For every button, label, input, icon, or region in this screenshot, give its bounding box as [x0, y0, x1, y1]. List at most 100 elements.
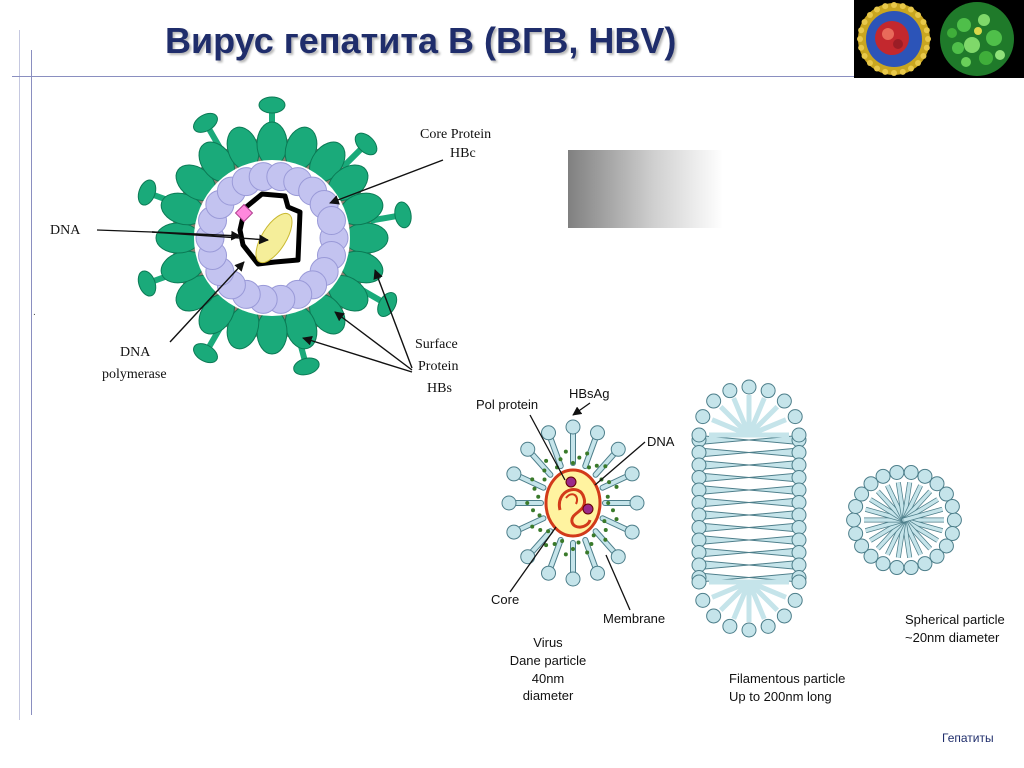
dane-spike-head: [565, 571, 581, 587]
label-hbs: HBs: [427, 381, 452, 396]
virion-schematic: Core Protein HBc DNA DNA polymerase Surf…: [50, 96, 491, 396]
line-bottom-dna: [594, 441, 646, 486]
filament-head: [691, 457, 707, 473]
thumb-spike: [923, 44, 930, 51]
arrow-core: [329, 159, 444, 205]
stray-dot: .: [33, 307, 36, 318]
label-core: Core: [491, 592, 519, 607]
sphere-head: [944, 498, 960, 514]
filament-cap-spike: [731, 581, 752, 620]
sphere-head: [929, 548, 945, 564]
filament-cap-head: [695, 409, 711, 425]
dane-particle: Pol protein HBsAg DNA Core Membrane Viru…: [476, 386, 675, 703]
membrane-dot: [530, 477, 535, 482]
surface-spike-knob: [354, 132, 378, 156]
thumb-spike: [858, 44, 865, 51]
membrane-dot: [571, 461, 575, 465]
membrane-dot: [602, 519, 607, 524]
sphere-head: [848, 498, 864, 514]
sphere-head: [846, 512, 862, 528]
membrane-dot: [542, 468, 547, 473]
dane-spike-head: [541, 425, 557, 441]
filamentous-particle: Filamentous particle Up to 200nm long: [691, 379, 845, 704]
filament-head: [691, 557, 707, 573]
membrane-dot: [542, 477, 547, 482]
dane-spike-head: [610, 441, 626, 457]
membrane-dot: [586, 465, 591, 470]
dane-spike-head: [565, 419, 581, 435]
label-protein: Protein: [418, 359, 458, 374]
membrane-dot: [614, 484, 619, 489]
dane-spike-head: [501, 495, 517, 511]
sphere-head: [848, 526, 864, 542]
thumb-spike: [861, 53, 868, 59]
slide-vertical-rule: [31, 50, 32, 715]
label-membrane: Membrane: [603, 611, 665, 626]
label-20nm: ~20nm diameter: [905, 630, 1000, 645]
membrane-dot: [577, 455, 582, 460]
filament-head: [791, 532, 807, 548]
dane-spikes: [501, 419, 645, 587]
membrane-dot: [571, 547, 575, 551]
sphere-head: [889, 560, 905, 576]
filament-cap-head: [741, 379, 757, 395]
arrow-surface-1: [373, 269, 413, 369]
surface-protein: [155, 222, 201, 254]
filament-cap-head: [706, 608, 722, 624]
dane-spike-head: [610, 549, 626, 565]
thumb-spike: [915, 11, 922, 18]
filament-cap-spike: [731, 397, 752, 436]
thumb-spike: [925, 36, 931, 42]
thumb-spike: [891, 70, 897, 76]
sphere-head: [938, 538, 954, 554]
filament-head: [691, 507, 707, 523]
arrow-hbsag: [572, 402, 591, 416]
thumb-spike: [874, 65, 880, 72]
label-bottom-dna: DNA: [647, 434, 675, 449]
surface-spike-knob: [137, 179, 157, 206]
label-dna-polymerase-2: polymerase: [102, 367, 167, 382]
dane-spike-head: [541, 565, 557, 581]
membrane-dot: [560, 539, 565, 544]
label-core-protein: Core Protein: [420, 127, 491, 142]
sphere-head: [875, 468, 891, 484]
filament-cap-head: [776, 393, 792, 409]
label-filamentous: Filamentous particle: [729, 671, 845, 686]
filament-cap-head: [760, 618, 776, 634]
sphere-head: [863, 476, 879, 492]
thumb-spike: [899, 68, 906, 75]
filament-cap-spike: [748, 417, 787, 438]
label-diameter: diameter: [523, 688, 574, 703]
thumb-spike: [857, 36, 863, 42]
core-protein-ring: [195, 162, 349, 314]
membrane-dot: [546, 529, 551, 534]
membrane-dot: [563, 552, 568, 557]
thumb-spike: [915, 60, 922, 67]
sphere-spike: [903, 507, 943, 522]
membrane-dot: [585, 451, 590, 456]
filament-head: [691, 545, 707, 560]
membrane-dot: [552, 541, 557, 546]
dane-spike-head: [589, 425, 605, 441]
dane-spike-head: [629, 495, 645, 511]
thumb-spike: [874, 6, 880, 13]
membrane-dot: [603, 537, 608, 542]
filament-cap-head: [695, 592, 711, 608]
membrane-dot: [614, 517, 619, 522]
membrane-dot: [538, 528, 543, 533]
label-surface: Surface: [415, 337, 458, 352]
surface-spike-knob: [193, 343, 218, 364]
filament-head: [791, 495, 807, 510]
filament-spikes: [691, 379, 807, 638]
surface-spike-knob: [137, 270, 157, 297]
sphere-spikes: [846, 464, 962, 576]
membrane-dot: [537, 513, 542, 518]
label-pol-protein: Pol protein: [476, 397, 538, 412]
virus-thumbnail-cutaway: [857, 2, 931, 76]
filament-cap-head: [722, 618, 738, 634]
filament-cap-head: [691, 427, 707, 443]
line-core: [509, 526, 557, 593]
sphere-head: [854, 538, 870, 554]
membrane-dot: [589, 541, 594, 546]
label-200nm: Up to 200nm long: [729, 689, 832, 704]
